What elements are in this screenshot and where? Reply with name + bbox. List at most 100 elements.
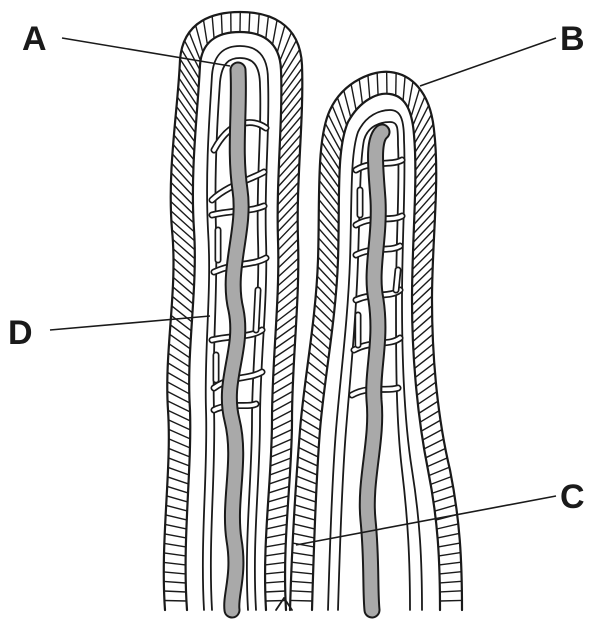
epithelial-cell-wall: [265, 591, 285, 592]
epithelial-cell-wall: [278, 249, 298, 268]
epithelial-cell-wall: [276, 306, 297, 322]
label-d: D: [8, 314, 33, 352]
epithelial-cell-wall: [297, 467, 317, 475]
epithelial-cell-wall: [304, 390, 322, 403]
epithelial-cell-wall: [431, 477, 452, 485]
epithelial-cell-wall: [439, 562, 461, 565]
label-c: C: [560, 478, 585, 516]
epithelial-cell-wall: [413, 325, 432, 342]
epithelial-cell-wall: [440, 581, 462, 583]
epithelial-cell-wall: [421, 420, 440, 431]
epithelial-cell-wall: [173, 249, 194, 268]
epithelial-cell-wall: [434, 495, 455, 502]
epithelial-cell-wall: [314, 314, 332, 331]
epithelial-cell-wall: [164, 543, 185, 546]
epithelial-cell-wall: [275, 334, 296, 348]
epithelial-cell-wall: [171, 173, 193, 196]
epithelial-cell-wall: [412, 248, 433, 269]
epithelial-cell-wall: [408, 82, 413, 108]
epithelial-cell-wall: [167, 391, 189, 402]
epithelial-cell-wall: [427, 458, 447, 467]
epithelial-cell-wall: [164, 591, 186, 592]
epithelial-cell-wall: [291, 581, 313, 583]
epithelial-cell-wall: [344, 90, 351, 117]
epithelial-cell-wall: [169, 429, 190, 438]
epithelial-cell-wall: [278, 230, 298, 250]
epithelial-cell-wall: [325, 123, 341, 151]
epithelial-cell-wall: [438, 543, 460, 547]
epithelial-cell-wall: [412, 267, 433, 287]
epithelial-cell-wall: [332, 106, 344, 134]
left-villus: [164, 12, 303, 610]
epithelial-cell-wall: [272, 401, 292, 412]
epithelial-cell-wall: [168, 458, 189, 466]
epithelial-cell-wall: [319, 219, 339, 242]
epithelial-cell-wall: [278, 201, 298, 222]
epithelial-cell-wall: [173, 239, 195, 258]
epithelial-cell-wall: [258, 14, 259, 35]
epithelial-cell-wall: [173, 287, 193, 304]
epithelial-cell-wall: [291, 591, 313, 592]
epithelial-cell-wall: [292, 562, 314, 565]
epithelial-cell-wall: [281, 40, 296, 69]
epithelial-cell-wall: [298, 457, 318, 466]
epithelial-cell-wall: [265, 572, 285, 574]
epithelial-cell-wall: [171, 192, 193, 214]
epithelial-cell-wall: [292, 553, 313, 556]
epithelial-cell-wall: [270, 467, 290, 474]
epithelial-cell-wall: [271, 448, 291, 456]
epithelial-cell-wall: [275, 325, 296, 340]
epithelial-cell-wall: [221, 14, 222, 35]
epithelial-cell-wall: [420, 411, 439, 422]
epithelial-cell-wall: [168, 477, 189, 484]
epithelial-cell-wall: [185, 41, 200, 70]
epithelial-cell-wall: [319, 228, 339, 250]
epithelial-cell-wall: [267, 515, 287, 520]
epithelial-cell-wall: [315, 305, 333, 323]
epithelial-cell-wall: [412, 296, 432, 314]
epithelial-cell-wall: [169, 439, 190, 448]
epithelial-cell-wall: [269, 477, 289, 484]
epithelial-cell-wall: [412, 277, 432, 296]
epithelial-cell-wall: [173, 268, 194, 286]
epithelial-cell-wall: [272, 391, 292, 402]
epithelial-cell-wall: [403, 76, 405, 100]
epithelial-cell-wall: [273, 20, 277, 44]
epithelial-cell-wall: [173, 277, 193, 294]
epithelial-cell-wall: [167, 496, 188, 502]
epithelial-cell-wall: [412, 306, 432, 324]
epithelial-cell-wall: [277, 25, 285, 52]
epithelial-cell-wall: [424, 439, 443, 449]
epithelial-cell-wall: [440, 600, 462, 601]
epithelial-cell-wall: [437, 524, 458, 529]
epithelial-cell-wall: [439, 553, 461, 556]
epithelial-cell-wall: [164, 581, 186, 583]
epithelial-cell-wall: [295, 495, 315, 502]
epithelial-cell-wall: [429, 467, 449, 475]
epithelial-cell-wall: [290, 600, 312, 601]
epithelial-cell-wall: [171, 182, 193, 204]
epithelial-cell-wall: [266, 524, 286, 528]
epithelial-cell-wall: [171, 201, 194, 222]
epithelial-cell-wall: [277, 296, 298, 312]
epithelial-cell-wall: [294, 514, 315, 520]
epithelial-cell-wall: [413, 97, 425, 126]
epithelial-cell-wall: [432, 486, 453, 493]
epithelial-cell-wall: [440, 572, 462, 574]
epithelial-cell-wall: [268, 496, 288, 502]
epithelial-cell-wall: [277, 287, 298, 304]
epithelial-cell-wall: [164, 553, 186, 556]
epithelial-cell-wall: [300, 428, 319, 439]
label-b-leader: [420, 38, 556, 86]
epithelial-cell-wall: [265, 553, 285, 556]
epithelial-cell-wall: [412, 287, 432, 306]
epithelial-cell-wall: [413, 334, 432, 350]
epithelial-cell-wall: [165, 524, 186, 528]
epithelial-cell-wall: [418, 392, 437, 405]
epithelial-cell-wall: [318, 247, 337, 268]
epithelial-cell-wall: [351, 84, 356, 110]
label-a-leader: [62, 38, 230, 66]
epithelial-cell-wall: [414, 344, 433, 359]
epithelial-cell-wall: [171, 220, 194, 240]
epithelial-cell-wall: [278, 220, 298, 240]
